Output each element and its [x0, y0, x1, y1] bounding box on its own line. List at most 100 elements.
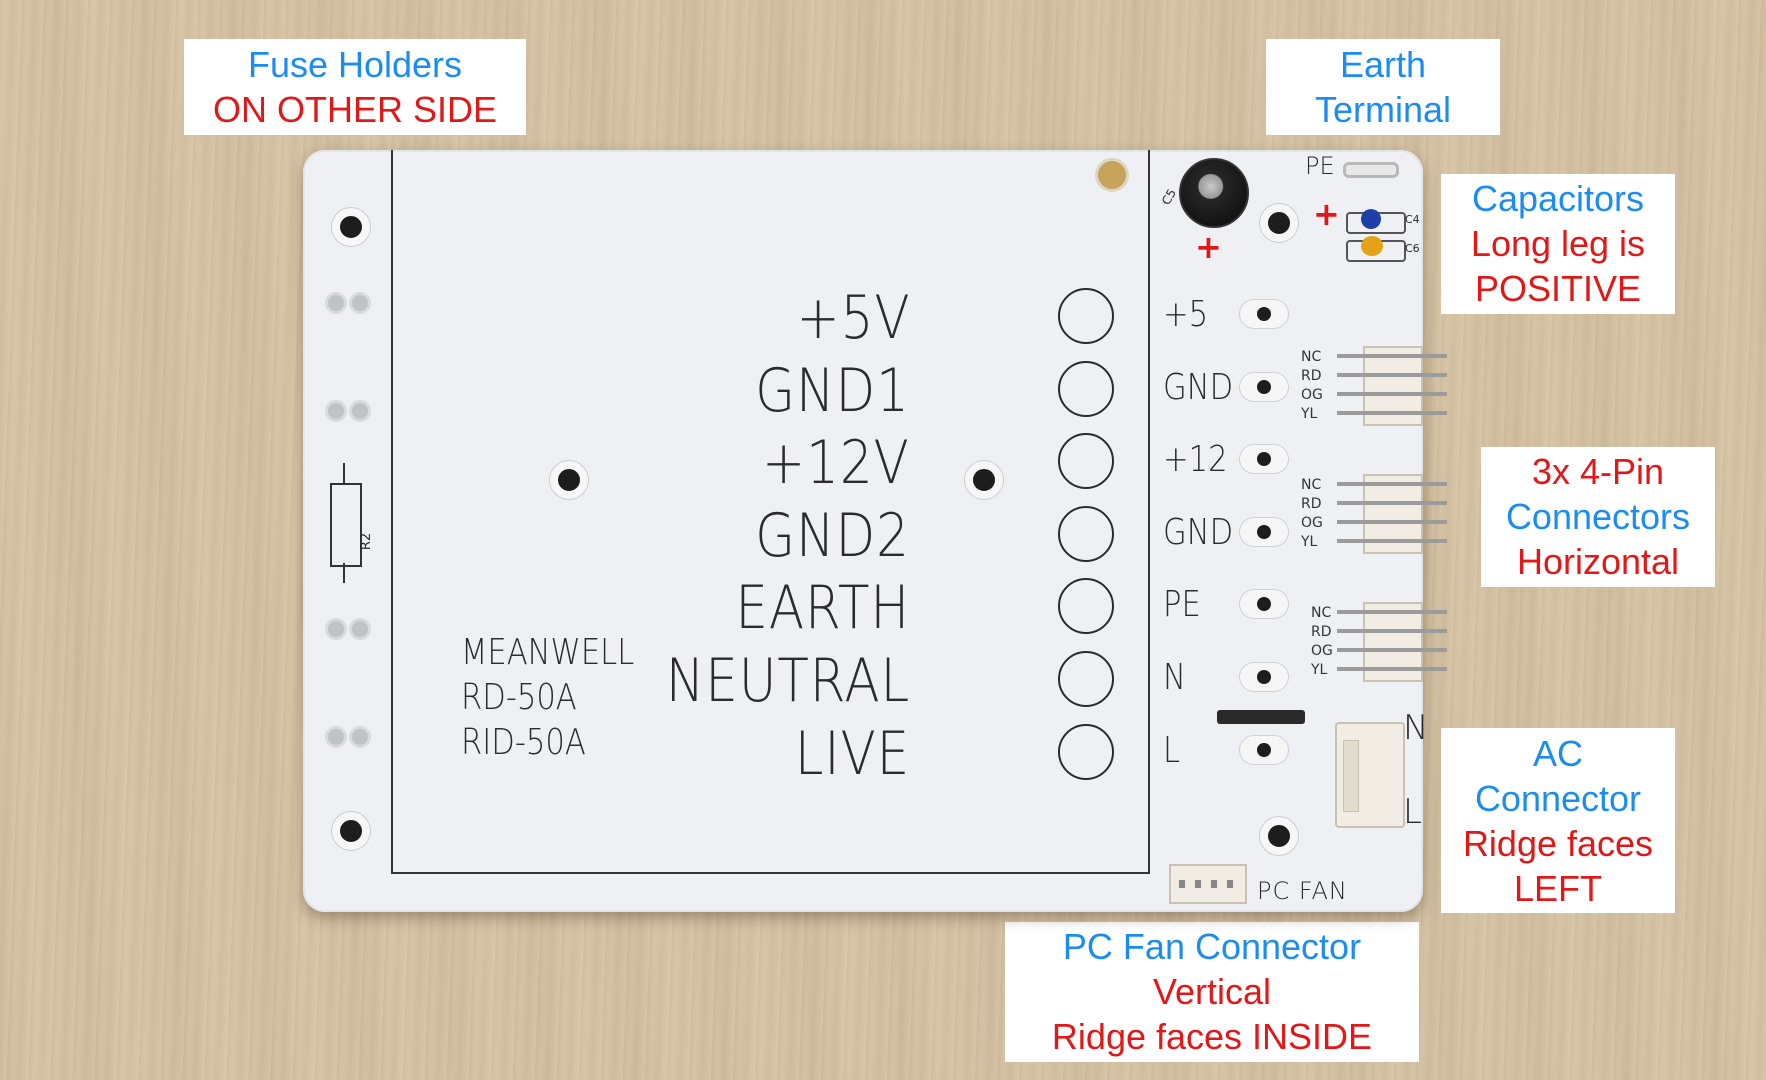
ac-label-line1: AC	[1532, 733, 1583, 774]
mount-hole	[1260, 817, 1298, 855]
fuse-label-line2: ON OTHER SIDE	[212, 89, 498, 130]
capacitors-label: Capacitors Long leg is POSITIVE	[1441, 174, 1675, 314]
slot	[1217, 710, 1305, 724]
pin-label: RD	[1311, 624, 1332, 640]
pin-label: RD	[1301, 496, 1322, 512]
four-pin-label-line2: Connectors	[1505, 496, 1691, 537]
via	[349, 618, 371, 640]
terminal-label: EARTH	[735, 573, 910, 643]
psu-outline	[391, 150, 1150, 874]
mount-hole	[965, 461, 1003, 499]
pcb-board: R2 +5V GND1 +12V GND2 EARTH NEUTRAL LIVE…	[303, 150, 1447, 912]
pin-label: OG	[1301, 515, 1323, 531]
pad-label: GND	[1163, 512, 1234, 553]
pin-label: OG	[1311, 643, 1333, 659]
pin-label: YL	[1311, 662, 1328, 678]
via	[325, 400, 347, 422]
capacitor-c4-body	[1361, 209, 1381, 229]
solder-pad	[1240, 445, 1288, 473]
earth-terminal-wire	[1343, 162, 1399, 178]
terminal-label: GND2	[755, 501, 910, 571]
pc-fan-pins	[1179, 880, 1239, 888]
capacitors-label-line2: Long leg is	[1470, 223, 1646, 264]
ac-pin-label: L	[1403, 792, 1422, 832]
via	[349, 292, 371, 314]
resistor-lead	[343, 463, 345, 483]
fuse-holders-label: Fuse Holders ON OTHER SIDE	[184, 39, 526, 135]
pe-label: PE	[1305, 152, 1335, 180]
terminal-label: NEUTRAL	[665, 646, 910, 716]
plus-sign: +	[1313, 195, 1340, 233]
pc-fan-connector	[1169, 864, 1247, 904]
pc-fan-label-line3: Ridge faces INSIDE	[1051, 1016, 1373, 1057]
via	[325, 726, 347, 748]
via	[325, 292, 347, 314]
psu-model: RID-50A	[461, 722, 586, 763]
terminal-label: +5V	[796, 283, 910, 353]
terminal-label: GND1	[755, 356, 910, 426]
pc-fan-label-line2: Vertical	[1152, 971, 1272, 1012]
pad-label: GND	[1163, 367, 1234, 408]
pc-fan-connector-label: PC Fan Connector Vertical Ridge faces IN…	[1005, 922, 1419, 1062]
pin-label: OG	[1301, 387, 1323, 403]
solder-pad	[1240, 300, 1288, 328]
capacitors-label-line1: Capacitors	[1471, 178, 1645, 219]
mount-hole	[1260, 204, 1298, 242]
ac-pin-label: N	[1403, 708, 1429, 748]
pin-labels: NC RD OG YL	[1311, 604, 1333, 680]
plus-sign: +	[1195, 228, 1222, 266]
fuse-label-line1: Fuse Holders	[247, 44, 463, 85]
pin-labels: NC RD OG YL	[1301, 476, 1323, 552]
capacitors-label-line3: POSITIVE	[1474, 268, 1642, 309]
earth-label-line2: Terminal	[1314, 89, 1452, 130]
connector-pins	[1337, 610, 1447, 672]
gold-pad	[1095, 158, 1129, 192]
terminal-ring	[1058, 433, 1114, 489]
mount-hole	[332, 208, 370, 246]
solder-pad	[1240, 736, 1288, 764]
cap-label: C4	[1405, 213, 1420, 226]
electrolytic-capacitor	[1179, 158, 1249, 228]
terminal-ring	[1058, 578, 1114, 634]
terminal-ring	[1058, 288, 1114, 344]
resistor-lead	[343, 563, 345, 583]
mount-hole	[550, 461, 588, 499]
via	[325, 618, 347, 640]
four-pin-connectors-label: 3x 4-Pin Connectors Horizontal	[1481, 447, 1715, 587]
terminal-ring	[1058, 724, 1114, 780]
ac-label-line4: LEFT	[1513, 868, 1602, 909]
pad-label: +12	[1163, 439, 1228, 480]
pc-fan-label-line1: PC Fan Connector	[1062, 926, 1362, 967]
ac-connector-ridge	[1343, 740, 1359, 812]
pin-label: NC	[1301, 349, 1322, 365]
solder-pad	[1240, 518, 1288, 546]
ac-connector-label: AC Connector Ridge faces LEFT	[1441, 728, 1675, 913]
four-pin-label-line1: 3x 4-Pin	[1531, 451, 1665, 492]
psu-model: MEANWELL	[461, 632, 635, 673]
resistor-r2	[330, 483, 362, 567]
solder-pad	[1240, 373, 1288, 401]
cap-label: C5	[1158, 186, 1180, 208]
pin-label: NC	[1311, 605, 1332, 621]
pad-label: +5	[1163, 294, 1209, 335]
connector-pins	[1337, 482, 1447, 544]
pad-label: L	[1163, 730, 1181, 771]
capacitor-c6-body	[1361, 236, 1383, 256]
terminal-label: +12V	[762, 428, 910, 498]
terminal-ring	[1058, 651, 1114, 707]
pin-label: RD	[1301, 368, 1322, 384]
pin-label: YL	[1301, 534, 1318, 550]
solder-pad	[1240, 590, 1288, 618]
ac-label-line3: Ridge faces	[1462, 823, 1654, 864]
pad-label: PE	[1163, 584, 1201, 625]
resistor-label: R2	[359, 532, 375, 551]
pin-label: NC	[1301, 477, 1322, 493]
connector-pins	[1337, 354, 1447, 416]
via	[349, 400, 371, 422]
mount-hole	[332, 812, 370, 850]
earth-label-line1: Earth	[1339, 44, 1427, 85]
solder-pad	[1240, 663, 1288, 691]
four-pin-label-line3: Horizontal	[1516, 541, 1680, 582]
earth-terminal-label: Earth Terminal	[1266, 39, 1500, 135]
